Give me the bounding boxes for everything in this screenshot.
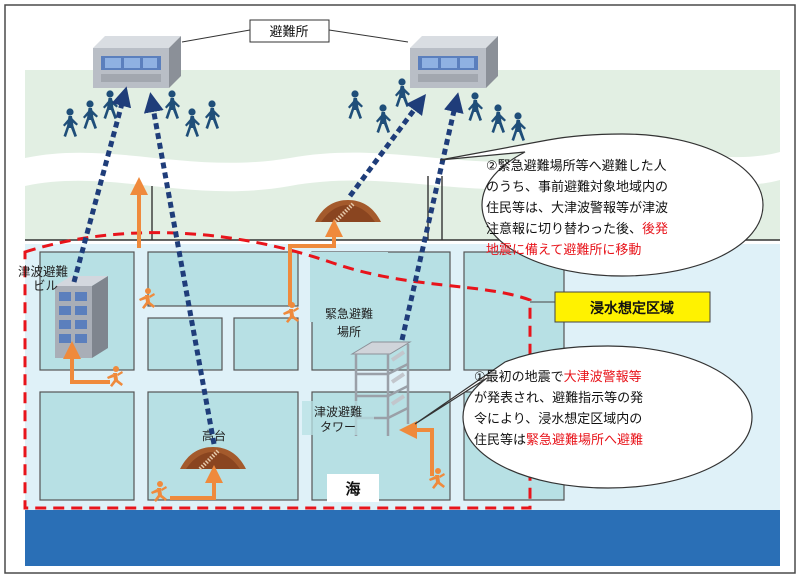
callout-2-line5: 地震に備えて避難所に移動 <box>486 242 641 258</box>
callout-1-line1-b: 大津波警報等 <box>564 369 642 385</box>
inundation-zone-label: 浸水想定区域 <box>590 300 674 317</box>
callout-2-bubble <box>439 133 764 277</box>
callout-1-line3: 令により、浸水想定区域内の <box>474 411 642 427</box>
callout-1-bubble <box>414 345 753 489</box>
shelter-label: 避難所 <box>269 25 308 40</box>
tsunami-building-label-line1: 津波避難 <box>18 264 68 279</box>
emergency-place-label-line1: 緊急避難 <box>325 306 373 321</box>
shelter-building-right <box>410 36 498 88</box>
tsunami-evacuation-building <box>55 276 108 358</box>
callout-1-line2: が発表され、避難指示等の発 <box>474 390 643 406</box>
sea-area <box>25 510 780 566</box>
inundation-zone-outline <box>23 231 532 510</box>
callout-2-line3: 住民等は、大津波警報等が津波 <box>486 200 668 216</box>
evacuation-routes <box>63 177 434 500</box>
shelter-transfer-paths <box>71 86 464 445</box>
callout-1-line4-b: 緊急避難場所へ避難 <box>526 433 643 448</box>
emergency-place-block <box>310 252 388 322</box>
callout-2-line1: ②緊急避難場所等へ避難した人 <box>486 158 667 174</box>
shelter-label-box <box>249 19 330 43</box>
callout-1-line4: 住民等は緊急避難場所へ避難 <box>474 432 643 448</box>
high-ground-label: 高台 <box>202 428 226 443</box>
tsunami-tower-label-line1: 津波避難 <box>314 404 362 419</box>
emergency-place-label-line2: 場所 <box>337 325 361 339</box>
callout-2-line2: のうち、事前避難対象地域内の <box>486 179 668 195</box>
callout-2-line4: 注意報に切り替わった後、後発 <box>486 221 668 237</box>
tsunami-tower-label-line2: タワー <box>320 420 356 434</box>
callout-1-line1-a: ①最初の地震で <box>474 370 564 385</box>
callout-1-line1: ①最初の地震で大津波警報等 <box>474 369 642 385</box>
inundation-zone-label-box <box>554 291 711 323</box>
shelter-building-left <box>93 36 181 88</box>
callout-1-line4-a: 住民等は <box>474 432 526 448</box>
sea-label: 海 <box>345 480 360 498</box>
sea-label-box <box>327 474 379 502</box>
callout-2-line4-a: 注意報に切り替わった後、 <box>486 221 642 237</box>
callout-2-line4-b: 後発 <box>642 222 668 237</box>
tsunami-building-label-line2: ビル <box>33 278 58 293</box>
